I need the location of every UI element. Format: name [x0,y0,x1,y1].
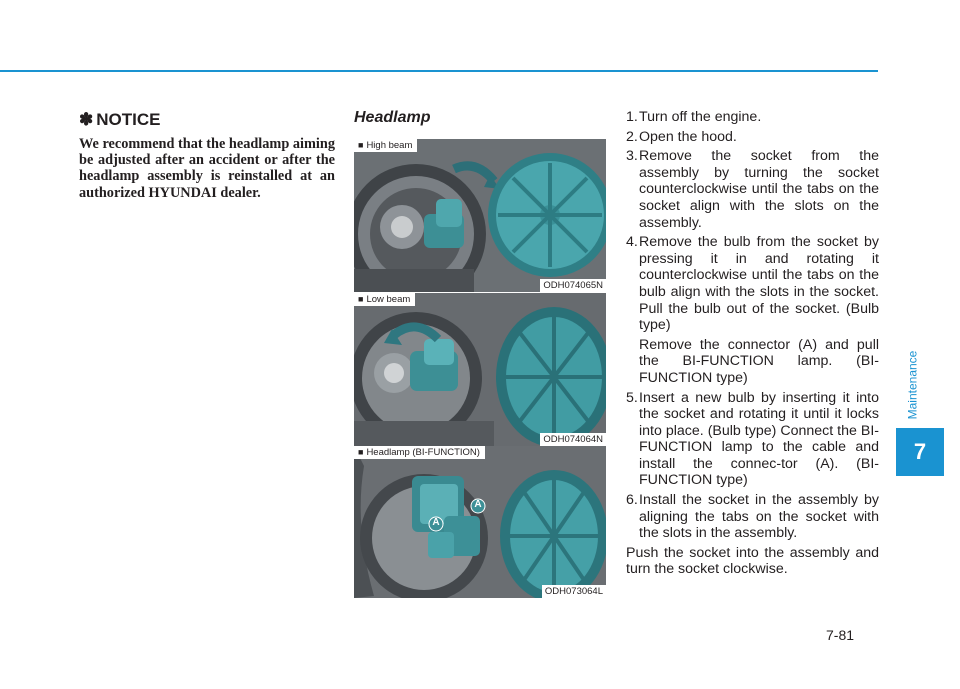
high-beam-code: ODH074065N [540,279,606,292]
step-4: 4. Remove the bulb from the socket by pr… [626,234,879,334]
high-beam-label: ■High beam [354,139,418,152]
step-3: 3. Remove the socket from the assembly b… [626,148,879,231]
step-text: Insert a new bulb by inserting it into t… [639,389,879,489]
step-number: 1. [626,109,638,125]
step-number: 3. [626,148,638,165]
notice-symbol-icon: ✽ [79,110,94,129]
bi-function-illustration [354,446,606,598]
section-title: Headlamp [354,109,431,126]
bi-function-label: ■Headlamp (BI-FUNCTION) [354,446,485,459]
high-beam-illustration [354,139,606,292]
procedure-steps: 1. Turn off the engine. 2. Open the hood… [626,109,879,578]
section-side-label-text: Maintenance [905,350,919,420]
step-text: Install the socket in the assembly by al… [639,492,879,542]
step-number: 5. [626,389,638,406]
notice-text: We recommend that the headlamp aiming be… [79,136,335,201]
header-rule [0,70,878,72]
high-beam-photo: ■High beam ODH074065N [354,139,606,292]
notice-title-text: NOTICE [96,110,161,129]
step-text: Turn off the engine. [639,109,762,125]
step-4-extra: Remove the connector (A) and pull the BI… [639,336,879,386]
step-5: 5. Insert a new bulb by inserting it int… [626,390,879,490]
step-text: Open the hood. [639,128,737,145]
notice-title: ✽NOTICE [79,110,335,130]
bi-function-code: ODH073064L [541,585,606,598]
bullet-square-icon: ■ [358,447,364,457]
step-2: 2. Open the hood. [626,129,879,146]
low-beam-label-text: Low beam [366,294,411,305]
low-beam-photo: ■Low beam ODH074064N [354,293,606,446]
step-number: 6. [626,492,638,509]
bullet-square-icon: ■ [358,294,364,304]
bi-function-label-text: Headlamp (BI-FUNCTION) [366,447,480,458]
step-number: 4. [626,234,638,251]
low-beam-label: ■Low beam [354,293,416,306]
section-side-label: Maintenance [902,345,922,425]
step-6: 6. Install the socket in the assembly by… [626,492,879,542]
bi-function-photo: A A ■Headlamp (BI-FUNCTION) ODH073064L [354,446,606,598]
step-number: 2. [626,128,638,145]
low-beam-illustration [354,293,606,446]
closing-text: Push the socket into the assembly and tu… [626,544,879,578]
high-beam-label-text: High beam [366,140,413,151]
step-text: Remove the socket from the assembly by t… [639,148,879,231]
callout-a-right: A [474,499,482,510]
page-number: 7-81 [826,627,855,643]
notice-box: ✽NOTICE We recommend that the headlamp a… [79,110,335,201]
bullet-square-icon: ■ [358,140,364,150]
step-text: Remove the bulb from the socket by press… [639,234,879,334]
step-1: 1. Turn off the engine. [626,109,879,126]
low-beam-code: ODH074064N [540,433,606,446]
callout-a-left: A [432,517,440,528]
chapter-tab: 7 [896,428,944,476]
